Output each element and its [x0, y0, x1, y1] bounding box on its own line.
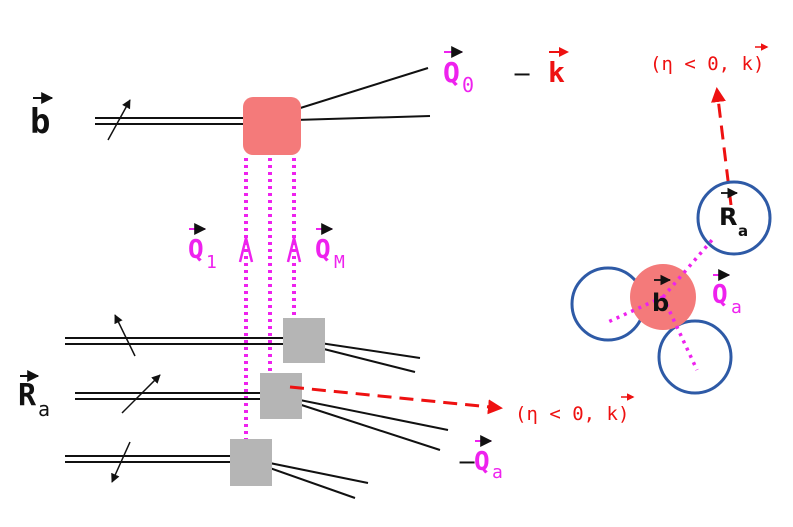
gray-box-1: [283, 318, 325, 363]
momentum-arrow-qm: [286, 237, 302, 263]
gray-box-3: [230, 439, 272, 486]
spin-arrow-t3: [111, 441, 131, 483]
q0-letter: Q: [443, 56, 460, 89]
eta-label-top: (η < 0, k): [650, 53, 764, 75]
dotted-link-left: [607, 295, 664, 324]
right-label-qa-sub: a: [731, 297, 742, 318]
target-nucleon-1: [65, 314, 421, 373]
transverse-plane: (η < 0, k) b R a Q a: [570, 43, 772, 395]
eta-label-middle: (η < 0, k): [515, 403, 629, 425]
label-ra: R: [18, 378, 37, 413]
exchange-lines: [238, 158, 302, 440]
q0-sub: 0: [462, 73, 474, 97]
qm-letter: Q: [315, 235, 331, 265]
label-qm: Q M: [315, 223, 345, 273]
label-q1: Q 1: [188, 223, 217, 273]
emission-arrow-top: [711, 87, 733, 206]
minus-qa-sign: −: [457, 448, 477, 476]
q1-letter: Q: [188, 235, 204, 265]
interaction-blob: [243, 97, 301, 155]
label-ra-sub: a: [38, 397, 50, 421]
right-label-b: b: [652, 289, 669, 317]
gray-box-ra: [260, 373, 302, 419]
spin-arrow-b: [107, 99, 131, 141]
target-nucleon-ra: R a: [18, 370, 503, 451]
label-b: b: [30, 102, 50, 142]
label-minus-qa: − Q a: [457, 435, 503, 483]
nucleon-circle-bottom: [657, 319, 733, 395]
right-label-qa: Q: [712, 280, 728, 310]
k-letter: k: [548, 56, 565, 89]
nucleon-circle-ra: [696, 180, 772, 256]
minus-sign: −: [512, 60, 532, 88]
minus-qa-letter: Q: [474, 447, 490, 477]
label-q0-minus-k: Q 0 − k: [443, 46, 569, 97]
target-nucleon-3: [65, 439, 369, 499]
projectile-b-group: b: [30, 67, 431, 155]
minus-qa-sub: a: [492, 462, 503, 483]
dotted-link-bottom: [661, 296, 699, 371]
right-label-ra: R: [719, 203, 737, 231]
gluon-emission-arrow: [289, 385, 503, 415]
right-label-ra-sub: a: [738, 222, 748, 240]
spin-arrow-t1: [114, 314, 136, 357]
spin-arrow-ra: [121, 374, 161, 414]
momentum-arrow-q1: [238, 237, 254, 263]
q1-sub: 1: [206, 252, 217, 273]
qm-sub: M: [334, 252, 345, 273]
